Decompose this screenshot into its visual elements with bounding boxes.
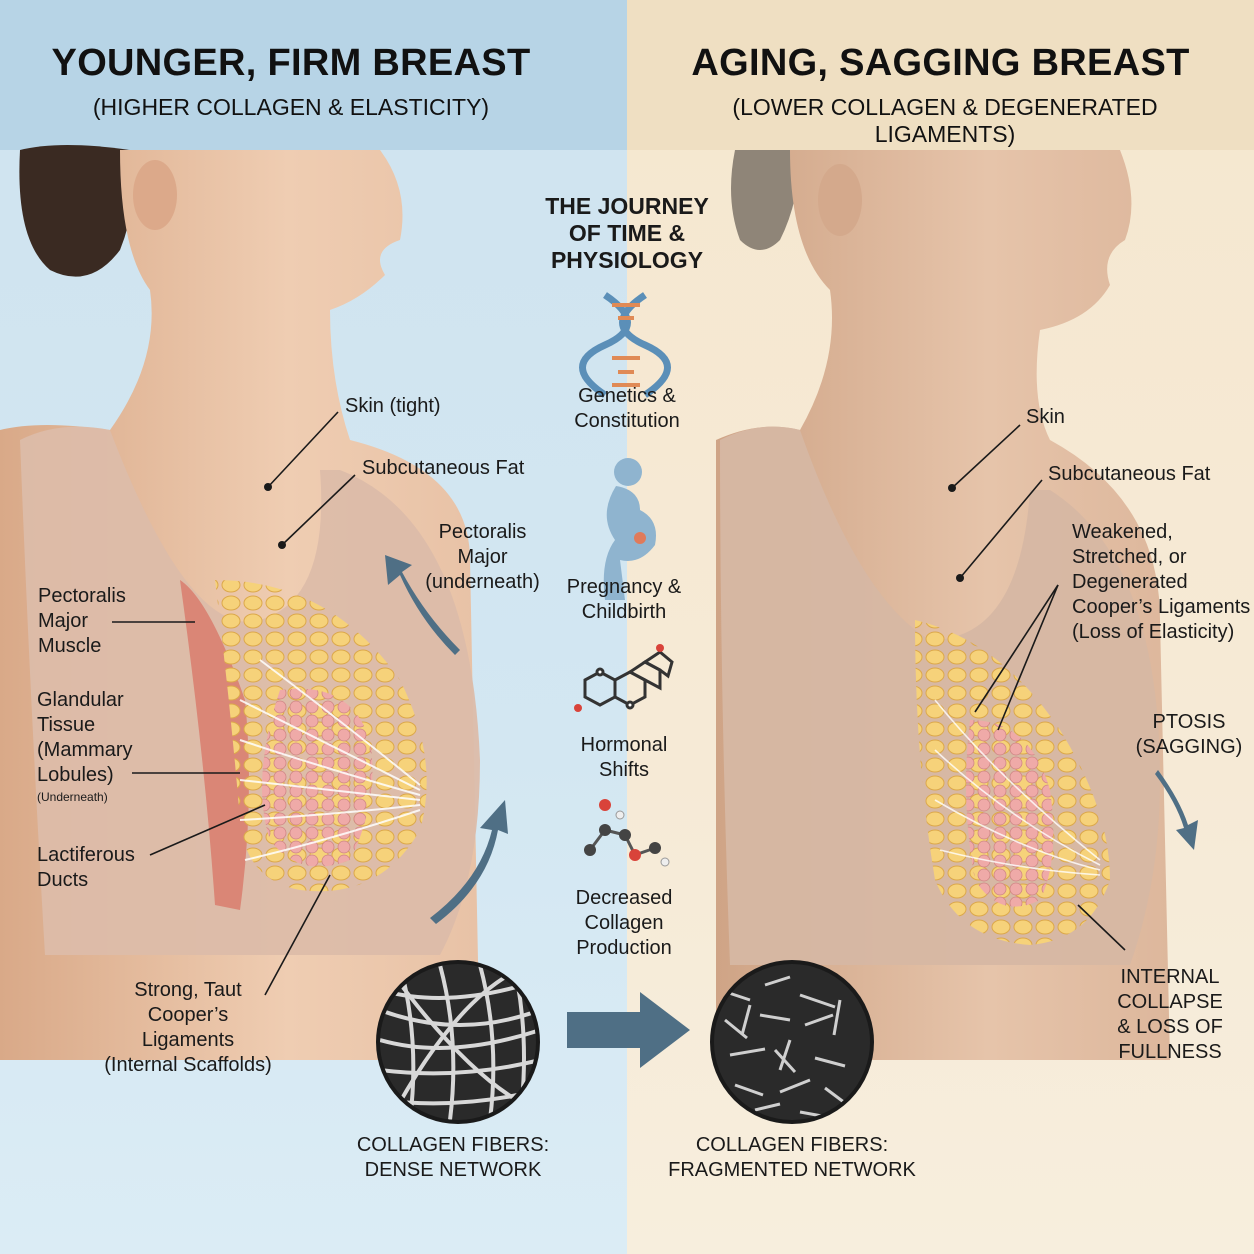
- older-hair: [731, 150, 800, 250]
- factor-line: Decreased: [575, 887, 673, 909]
- older-ear: [818, 164, 862, 236]
- collagen-dense-circle: [376, 960, 540, 1124]
- label-pectoralis-muscle: Pectoralis Major Muscle: [38, 584, 126, 659]
- young-woman-figure: [0, 145, 480, 1060]
- caption-fragmented-network: COLLAGEN FIBERS: FRAGMENTED NETWORK: [660, 1133, 924, 1183]
- label-line: (Loss of Elasticity): [1072, 621, 1235, 643]
- factor-line: Collagen: [584, 912, 664, 934]
- label-subcutaneous-fat-left: Subcutaneous Fat: [362, 457, 525, 479]
- label-line: & LOSS OF: [1117, 1016, 1223, 1038]
- label-line: Weakened,: [1072, 521, 1173, 543]
- pregnant-woman-icon: [603, 458, 656, 600]
- label-line: INTERNAL: [1120, 966, 1220, 988]
- older-weakened-ligaments: [934, 699, 1101, 876]
- collagen-molecule-icon: [584, 799, 670, 867]
- right-subtitle: (LOWER COLLAGEN & DEGENERATED LIGAMENTS): [732, 94, 1158, 147]
- leader-dots: [264, 483, 964, 582]
- label-line: Lobules): [37, 764, 114, 786]
- arrow-collagen-transition: [567, 992, 690, 1068]
- factor-line: Genetics &: [578, 385, 676, 407]
- caption-line: COLLAGEN FIBERS:: [356, 1134, 550, 1156]
- young-coopers-ligaments: [239, 659, 421, 861]
- left-subtitle: (HIGHER COLLAGEN & ELASTICITY): [92, 94, 490, 120]
- young-ear: [133, 160, 177, 230]
- label-line: Degenerated: [1072, 571, 1188, 593]
- label-line: (Internal Scaffolds): [104, 1054, 272, 1076]
- older-woman-figure: [716, 150, 1170, 1060]
- label-line: (SAGGING): [1135, 736, 1243, 758]
- label-pectoralis-underneath: Pectoralis Major (underneath): [410, 520, 555, 595]
- factor-line: Childbirth: [581, 601, 667, 623]
- label-glandular-note: (Underneath): [37, 790, 108, 804]
- label-line: (underneath): [425, 571, 540, 593]
- factor-genetics-label: Genetics & Constitution: [530, 384, 724, 434]
- label-line: PTOSIS: [1152, 711, 1226, 733]
- label-line: Strong, Taut: [134, 979, 242, 1001]
- label-subcutaneous-fat-right: Subcutaneous Fat: [1048, 463, 1211, 485]
- label-internal-collapse: INTERNAL COLLAPSE & LOSS OF FULLNESS: [1105, 965, 1235, 1065]
- label-line: Tissue: [37, 714, 96, 736]
- label-line: Ducts: [37, 869, 89, 891]
- left-title: YOUNGER, FIRM BREAST: [51, 42, 531, 84]
- arrow-up-left: [385, 555, 460, 655]
- label-line: Glandular: [37, 689, 124, 711]
- label-lactiferous-ducts: Lactiferous Ducts: [37, 843, 135, 893]
- label-line: Stretched, or: [1072, 546, 1187, 568]
- label-glandular-tissue: Glandular Tissue (Mammary Lobules): [37, 688, 133, 788]
- label-line: (Mammary: [37, 739, 133, 761]
- hormone-molecule-icon: [574, 644, 674, 712]
- factor-line: Hormonal: [580, 734, 668, 756]
- label-skin-tight: Skin (tight): [345, 395, 441, 417]
- young-hair: [19, 145, 134, 277]
- factor-hormonal-label: Hormonal Shifts: [527, 733, 721, 783]
- left-header-band: [0, 0, 627, 150]
- arrow-up-right: [430, 800, 508, 924]
- factor-line: Shifts: [598, 759, 650, 781]
- caption-dense-network: COLLAGEN FIBERS: DENSE NETWORK: [340, 1133, 566, 1183]
- label-line: COLLAPSE: [1117, 991, 1223, 1013]
- factor-line: Production: [576, 937, 672, 959]
- center-title-line: OF TIME &: [568, 220, 686, 246]
- young-pectoral-muscle: [180, 580, 249, 910]
- label-line: Ligaments: [141, 1029, 235, 1051]
- arrow-down-ptosis: [1155, 770, 1198, 850]
- label-line: Lactiferous: [37, 844, 135, 866]
- collagen-fragmented-circle: [710, 960, 874, 1124]
- center-title: THE JOURNEY OF TIME & PHYSIOLOGY: [530, 193, 724, 274]
- label-coopers-ligaments: Strong, Taut Cooper’s Ligaments (Interna…: [90, 978, 286, 1078]
- center-title-line: PHYSIOLOGY: [550, 247, 704, 273]
- factor-line: Constitution: [574, 410, 680, 432]
- label-line: FULLNESS: [1118, 1041, 1222, 1063]
- label-line: Major: [457, 546, 508, 568]
- label-skin-right: Skin: [1026, 406, 1065, 428]
- label-ptosis: PTOSIS (SAGGING): [1130, 710, 1248, 760]
- leader-lines: [112, 411, 1126, 996]
- caption-line: COLLAGEN FIBERS:: [695, 1134, 889, 1156]
- young-glandular-tissue: [262, 688, 373, 867]
- factor-line: Pregnancy &: [566, 576, 682, 598]
- label-line: Pectoralis: [438, 521, 527, 543]
- right-header-band: [627, 0, 1254, 150]
- factor-pregnancy-label: Pregnancy & Childbirth: [527, 575, 721, 625]
- label-weakened-ligaments: Weakened, Stretched, or Degenerated Coop…: [1072, 520, 1250, 645]
- factor-collagen-label: Decreased Collagen Production: [527, 886, 721, 961]
- label-line: Muscle: [38, 635, 102, 657]
- right-title: AGING, SAGGING BREAST: [691, 42, 1190, 84]
- dna-icon: [579, 292, 671, 398]
- caption-line: DENSE NETWORK: [364, 1159, 542, 1181]
- direction-arrows: [385, 555, 1198, 1068]
- caption-line: FRAGMENTED NETWORK: [668, 1159, 916, 1181]
- label-line: Cooper’s: [147, 1004, 229, 1026]
- label-line: Cooper’s Ligaments: [1072, 596, 1251, 618]
- center-title-line: THE JOURNEY: [545, 193, 709, 219]
- label-line: Pectoralis: [38, 585, 126, 607]
- label-line: Major: [38, 610, 89, 632]
